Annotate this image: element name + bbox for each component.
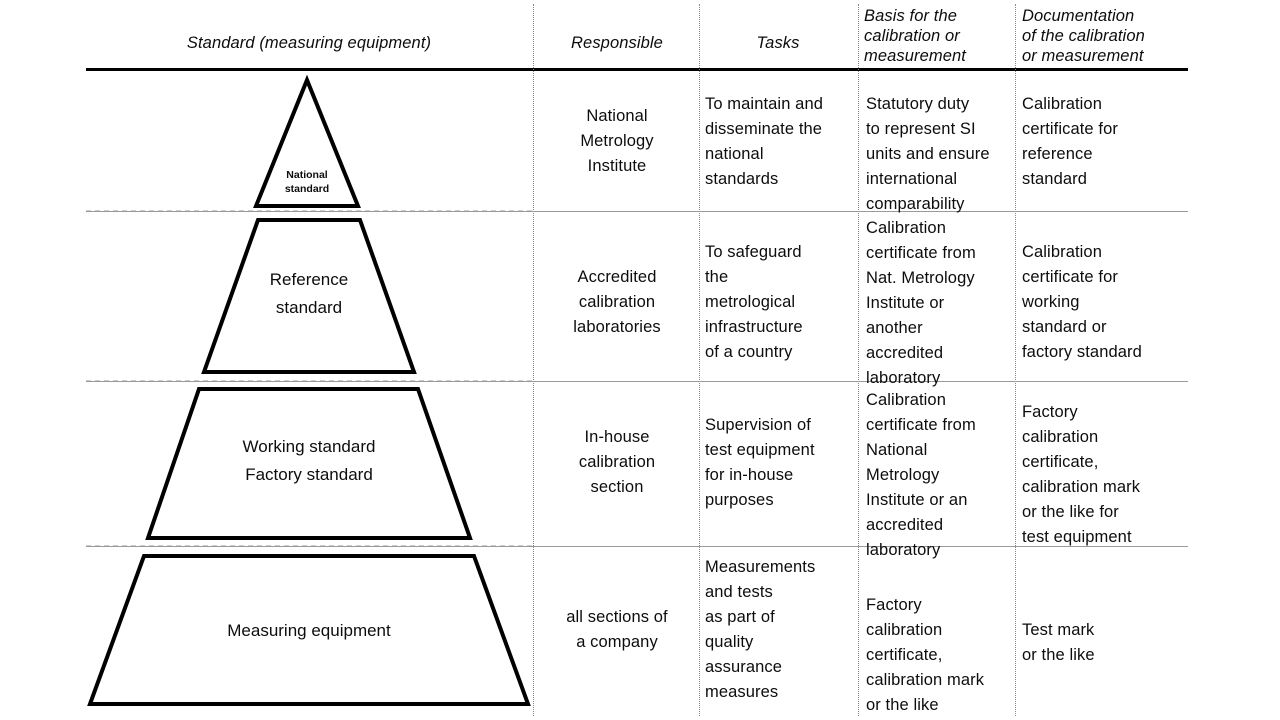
pyramid-tier-label-national-standard-line2: standard [285,183,329,195]
column-divider-2 [699,4,700,716]
column-header-tasks: Tasks [756,34,800,52]
row-separator-2 [86,381,1188,382]
column-divider-1 [533,4,534,716]
pyramid-tier-label-measuring-equipment: Measuring equipment [227,621,391,640]
pyramid-tier-label-reference-standard-line2: standard [276,298,342,317]
pyramid-tier-label-national-standard-line1: National [286,169,328,181]
pyramid-tier-working-standard [145,387,473,540]
table-header-row: Standard (measuring equipment) Responsib… [0,0,1280,68]
pyramid-tier-label-working-standard-line1: Working standard [243,437,376,456]
pyramid-tier-label-reference-standard-line1: Reference [270,270,348,289]
pyramid-tier-reference-standard [201,218,417,374]
calibration-hierarchy-pyramid: National standard Reference standard Wor… [86,74,533,706]
column-header-responsible: Responsible [571,34,663,52]
pyramid-tier-label-working-standard-line2: Factory standard [245,465,373,484]
column-header-standard: Standard (measuring equipment) [186,34,432,52]
row-separator-3 [86,546,1188,547]
pyramid-tier-national-standard [253,74,361,208]
pyramid-tier-measuring-equipment [87,554,531,706]
column-divider-4 [1015,4,1016,716]
column-divider-3 [858,4,859,716]
header-rule [86,68,1188,71]
row-separator-1 [86,211,1188,212]
